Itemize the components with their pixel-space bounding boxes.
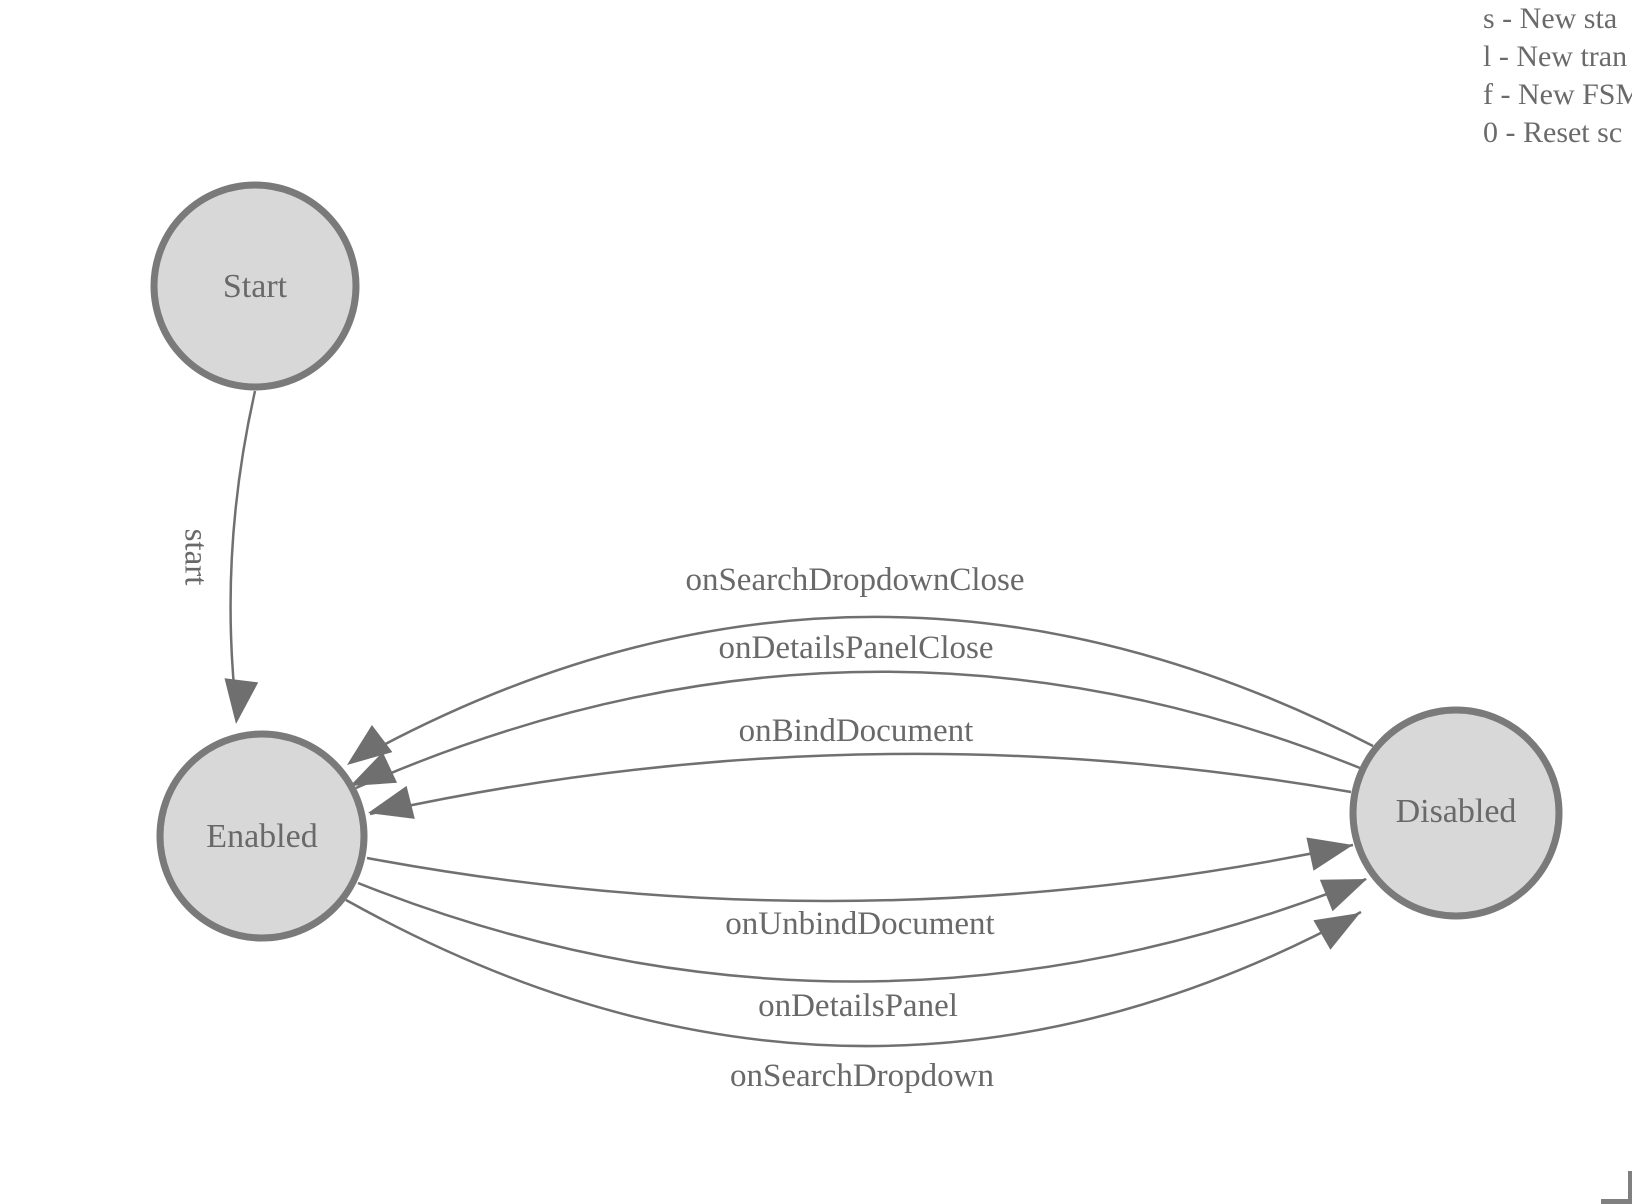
state-node-disabled[interactable]: Disabled	[1349, 706, 1563, 920]
edge-label-onSearchDropdownClose[interactable]: onSearchDropdownClose	[685, 562, 1024, 598]
edge-onSearchDropdownClose[interactable]	[351, 615, 1374, 764]
edge-label-onDetailsPanelClose[interactable]: onDetailsPanelClose	[719, 630, 994, 666]
viewport-corner-mark-vertical	[1628, 1171, 1632, 1204]
edge-label-start-transition[interactable]: start	[177, 529, 213, 586]
nodes-layer: Start Enabled Disabled	[150, 181, 1563, 942]
viewport-corner-mark-horizontal	[1601, 1199, 1632, 1204]
state-circle-disabled[interactable]	[1349, 706, 1563, 920]
state-circle-enabled[interactable]	[156, 730, 368, 942]
state-circle-start[interactable]	[150, 181, 360, 391]
legend-line-new-transition: l - New tran	[1483, 40, 1628, 73]
edge-label-onDetailsPanel[interactable]: onDetailsPanel	[758, 988, 958, 1024]
state-label-start: Start	[223, 268, 288, 305]
edge-onSearchDropdown[interactable]	[345, 898, 1362, 1048]
state-node-start[interactable]: Start	[150, 181, 360, 391]
state-label-disabled: Disabled	[1396, 793, 1517, 830]
edge-labels-layer: start onSearchDropdownClose onDetailsPan…	[177, 529, 1024, 1094]
edge-label-onBindDocument[interactable]: onBindDocument	[739, 713, 974, 749]
arrowheads-layer	[224, 678, 1367, 950]
edge-onUnbindDocument[interactable]	[366, 843, 1354, 903]
legend: s - New sta l - New tran f - New FSM 0 -…	[1483, 0, 1632, 152]
edge-onBindDocument[interactable]	[369, 752, 1352, 816]
edge-start-transition[interactable]	[229, 390, 257, 717]
legend-line-new-fsm: f - New FSM	[1483, 78, 1632, 111]
arrowhead-onSearchDropdown[interactable]	[1313, 913, 1360, 950]
legend-line-reset: 0 - Reset sc	[1483, 116, 1623, 149]
state-label-enabled: Enabled	[206, 818, 317, 855]
edge-onDetailsPanelClose[interactable]	[355, 670, 1361, 790]
arrowhead-onDetailsPanelClose[interactable]	[350, 751, 398, 786]
edge-onDetailsPanel[interactable]	[357, 877, 1367, 983]
edge-label-onSearchDropdown[interactable]: onSearchDropdown	[730, 1058, 994, 1094]
arrowhead-start-transition[interactable]	[224, 678, 259, 724]
arrowhead-onUnbindDocument[interactable]	[1306, 837, 1353, 871]
state-node-enabled[interactable]: Enabled	[156, 730, 368, 942]
legend-line-new-state: s - New sta	[1483, 2, 1618, 35]
arrowhead-onDetailsPanel[interactable]	[1319, 879, 1367, 912]
edges-layer	[224, 390, 1374, 1048]
edge-label-onUnbindDocument[interactable]: onUnbindDocument	[725, 906, 994, 942]
arrowhead-onBindDocument[interactable]	[368, 785, 415, 819]
